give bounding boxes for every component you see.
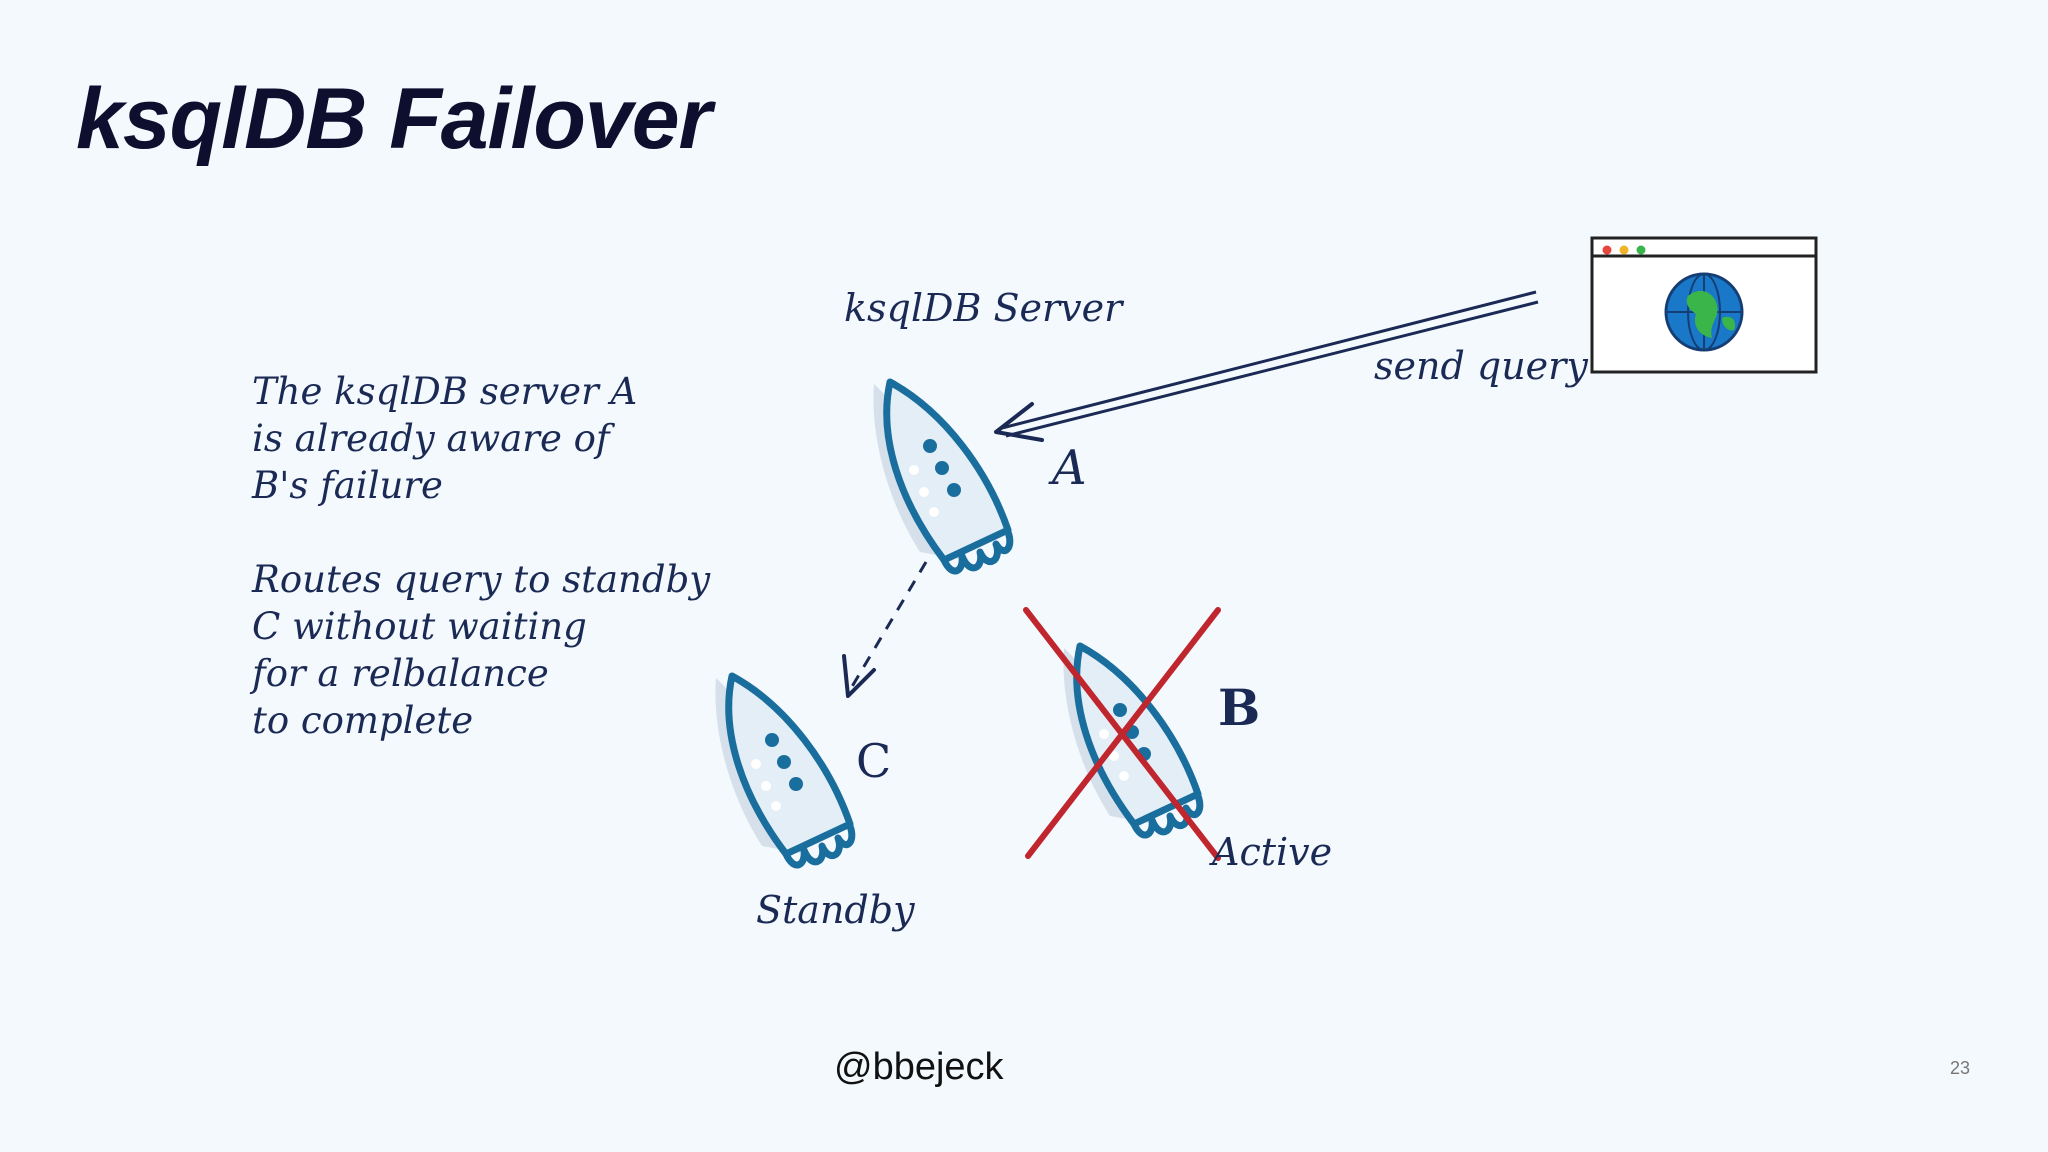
standby-label: Standby bbox=[756, 888, 915, 932]
server-a-rocket-icon bbox=[873, 382, 1009, 571]
slide-title: ksqlDB Failover bbox=[76, 71, 712, 167]
node-b-label: B bbox=[1218, 678, 1261, 737]
send-query-label: send query bbox=[1374, 344, 1588, 388]
node-c-label: C bbox=[856, 734, 892, 788]
route-to-standby-arrow bbox=[842, 561, 928, 698]
send-query-arrow bbox=[994, 290, 1539, 442]
page-number: 23 bbox=[1950, 1058, 1971, 1078]
presenter-handle: @bbejeck bbox=[834, 1046, 1004, 1088]
failure-cross-icon bbox=[1023, 607, 1221, 861]
server-c-rocket-icon bbox=[715, 676, 851, 865]
globe-icon bbox=[1664, 272, 1744, 352]
awareness-note: The ksqlDB server A is already aware of … bbox=[252, 370, 638, 507]
server-label: ksqlDB Server bbox=[844, 286, 1123, 330]
node-a-label: A bbox=[1052, 440, 1087, 496]
active-label: Active bbox=[1212, 830, 1333, 874]
routing-note: Routes query to standby C without waitin… bbox=[252, 558, 711, 742]
